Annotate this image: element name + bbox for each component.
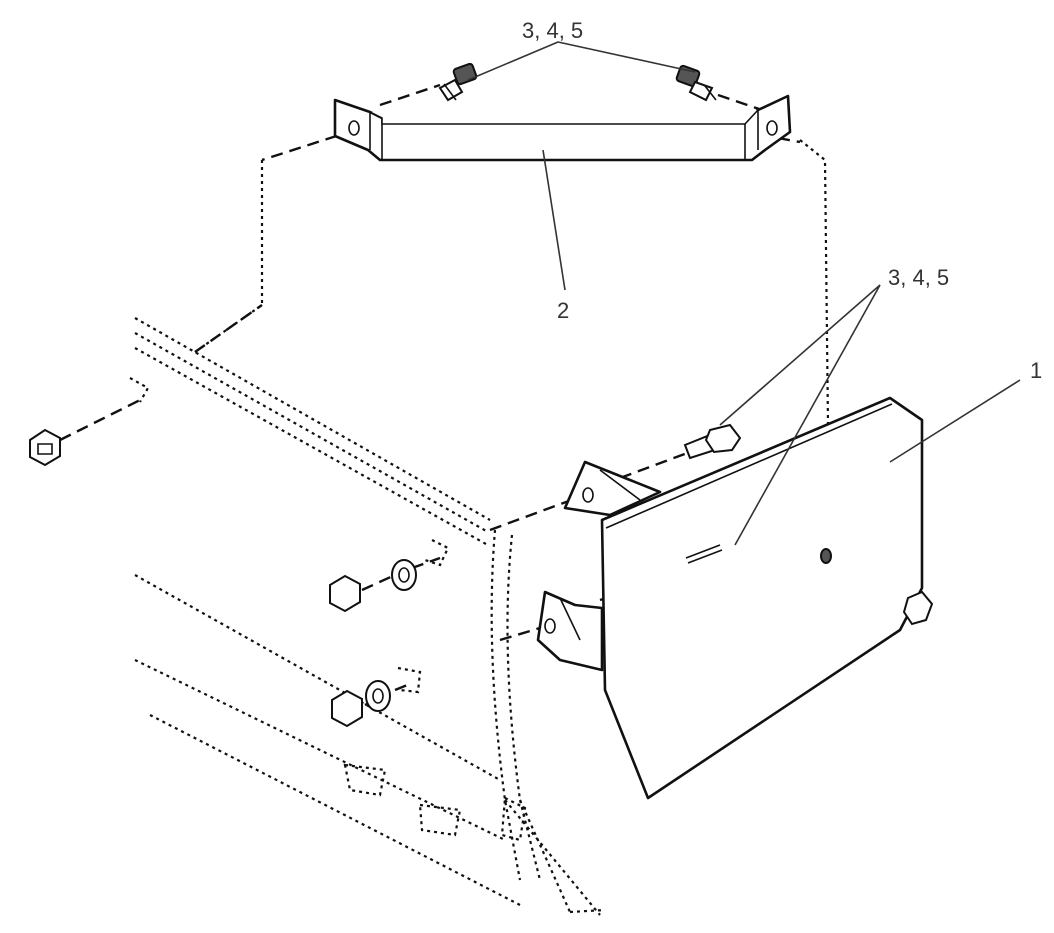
middle-nut-washer bbox=[329, 559, 417, 613]
right-bolt bbox=[683, 423, 742, 460]
lower-nut-washer bbox=[331, 680, 391, 728]
lower-mount-tab bbox=[536, 590, 604, 672]
callout-bracket: 2 bbox=[557, 298, 569, 323]
top-left-bolt bbox=[438, 62, 478, 102]
callout-top-hardware: 3, 4, 5 bbox=[522, 18, 583, 43]
callout-panel: 1 bbox=[1030, 358, 1042, 383]
callout-right-hardware: 3, 4, 5 bbox=[888, 265, 949, 290]
top-right-bolt bbox=[675, 64, 717, 102]
upper-bracket bbox=[333, 94, 792, 162]
panel-nut bbox=[902, 590, 934, 626]
existing-frame-outline bbox=[129, 139, 830, 916]
callout-leaders bbox=[467, 41, 1021, 546]
right-stud bbox=[685, 544, 723, 564]
shield-panel bbox=[600, 396, 924, 800]
upper-mount-tab bbox=[563, 460, 662, 517]
far-left-nut bbox=[29, 428, 61, 467]
